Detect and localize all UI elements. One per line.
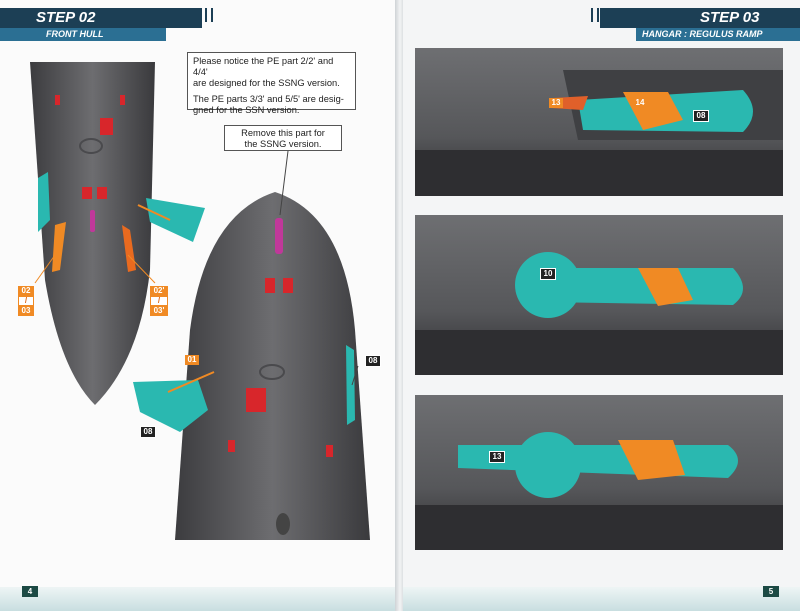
hull-magenta-mast (90, 210, 95, 232)
bow-red-detail (265, 278, 275, 293)
panel1-label-14: 14 (633, 98, 647, 108)
hull-teal-plane (146, 198, 205, 242)
pe-note: Please notice the PE part 2/2' and 4/4' … (187, 52, 356, 115)
remove-note-line-1: Remove this part for (241, 128, 325, 138)
pe-label-03: 03 (18, 306, 34, 316)
hull-teal-fin (38, 172, 50, 232)
hangar-illustrations (415, 48, 783, 550)
step-03-text: STEP 03 (700, 9, 760, 26)
left-page: STEP 02 FRONT HULL Please notice the PE … (0, 0, 397, 611)
bow-teal-plane (133, 380, 208, 432)
step-03-ticks (591, 8, 599, 22)
hull-red-detail (97, 187, 107, 199)
bow-red-detail (283, 278, 293, 293)
hull-red-detail (100, 118, 113, 135)
part-label-08-left: 08 (140, 426, 156, 438)
bow-red-detail (326, 445, 333, 457)
pe-note-line-2: are designed for the SSNG version. (193, 78, 340, 88)
left-footer (0, 587, 397, 611)
front-hull-text: FRONT HULL (46, 29, 104, 39)
pe-label-02: 02 (18, 286, 34, 296)
part-label-01: 01 (185, 355, 199, 365)
pe-note-line-5: gned for the SSN version. (193, 105, 300, 115)
bow-magenta-mast (275, 218, 283, 254)
bow-red-detail (228, 440, 235, 452)
pe-label-sep: / (18, 296, 34, 306)
hangar-panel-2 (415, 215, 783, 375)
panel2-label-10: 10 (540, 268, 556, 280)
pe-label-03-prime: 03' (150, 306, 168, 316)
hangar-panel-3 (415, 395, 783, 550)
hangar-panel-1 (415, 48, 783, 196)
hull-top-view (30, 62, 155, 405)
pe-label-sep-prime: / (150, 296, 168, 306)
right-page: STEP 03 HANGAR : REGULUS RAMP (403, 0, 800, 611)
pe-note-line-4: The PE parts 3/3' and 5/5' are desig- (193, 94, 344, 104)
bow-teal-fin (346, 345, 355, 425)
page-number-5: 5 (763, 586, 779, 597)
step-03-title: STEP 03 (600, 8, 800, 28)
front-hull-label: FRONT HULL (0, 28, 166, 41)
panel1-label-13: 13 (549, 98, 563, 108)
hangar-ramp-text: HANGAR : REGULUS RAMP (642, 29, 763, 39)
panel1-label-08: 08 (693, 110, 709, 122)
hull-red-detail (55, 95, 60, 105)
pe-note-line-1: Please notice the PE part 2/2' and 4/4' (193, 56, 334, 77)
page-number-4: 4 (22, 586, 38, 597)
remove-note: Remove this part for the SSNG version. (224, 125, 342, 151)
panel3-label-13: 13 (489, 451, 505, 463)
part-label-08-right: 08 (365, 355, 381, 367)
step-02-ticks (205, 8, 213, 22)
front-hull-illustration (30, 62, 370, 540)
hull-red-detail (82, 187, 92, 199)
pe-label-02-prime: 02' (150, 286, 168, 296)
page-gutter (395, 0, 405, 611)
hull-red-detail (120, 95, 125, 105)
hangar-ramp-label: HANGAR : REGULUS RAMP (636, 28, 800, 41)
right-footer (403, 587, 800, 611)
step-02-title: STEP 02 (0, 8, 202, 28)
bow-red-tower (246, 388, 266, 412)
step-02-text: STEP 02 (36, 9, 96, 26)
remove-note-line-2: the SSNG version. (244, 139, 322, 149)
hull-orange-pe (52, 222, 66, 272)
